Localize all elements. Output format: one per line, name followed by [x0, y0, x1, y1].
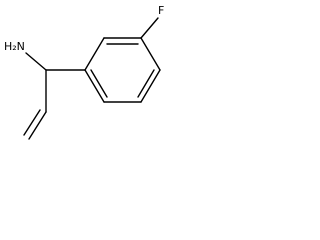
molecule-svg: H₂N F [4, 4, 164, 140]
ring-bond-1 [84, 37, 105, 71]
bond-c-n [25, 52, 47, 71]
ring-bond-6 [84, 69, 105, 103]
ring-bond-4 [140, 69, 161, 103]
amine-label: H₂N [4, 40, 25, 53]
vinyl-double-bond-2 [23, 109, 41, 136]
ring-bond-3 [140, 37, 161, 71]
vinyl-double-bond-1 [28, 111, 47, 140]
bond-c-f [140, 17, 159, 39]
ring-inner-bond-3 [90, 69, 108, 98]
structure-diagram: H₂N F [0, 0, 170, 150]
ring-inner-bond-2 [137, 69, 155, 98]
fluorine-label: F [158, 4, 164, 17]
